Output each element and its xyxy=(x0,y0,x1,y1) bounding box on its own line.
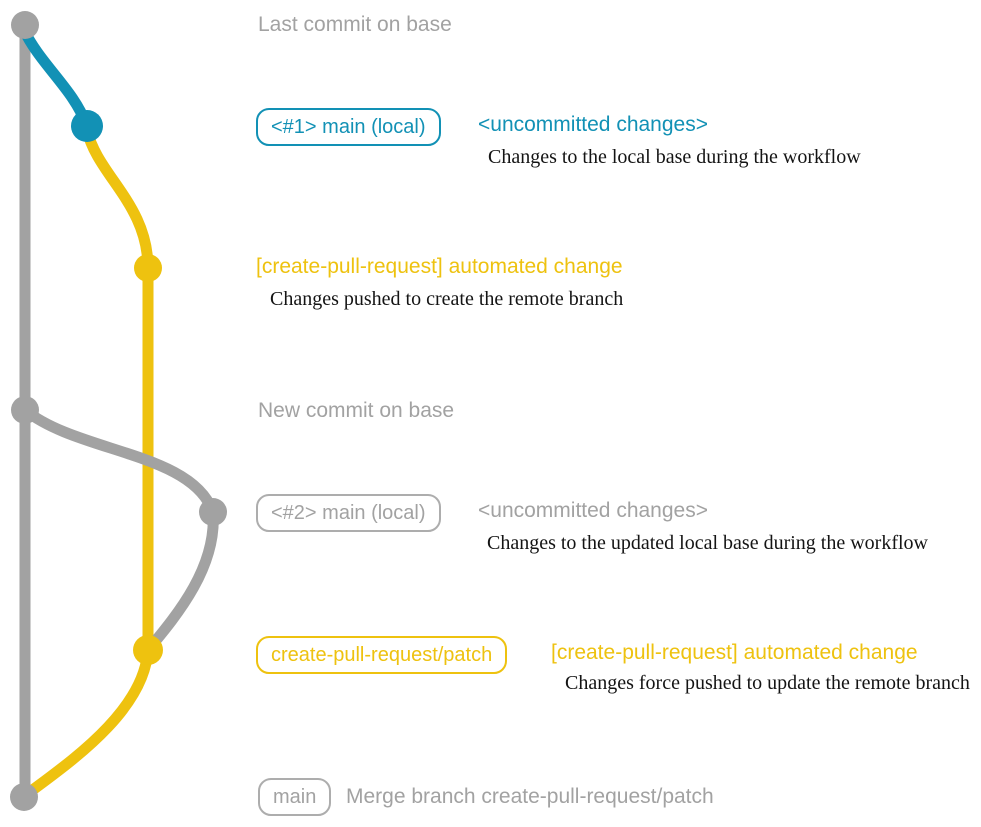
desc-local-base-changes: Changes to the local base during the wor… xyxy=(488,146,861,168)
branch-badge-pr-patch: create-pull-request/patch xyxy=(256,636,508,674)
uncommitted-changes-note-1: <uncommitted changes> xyxy=(478,113,708,136)
branch-badge-main-local-2: <#2> main (local) xyxy=(256,494,441,532)
uncommitted-changes-note-2: <uncommitted changes> xyxy=(478,499,708,522)
pull-request-branch-path xyxy=(20,124,154,801)
automated-change-title-1: [create-pull-request] automated change xyxy=(256,255,623,278)
commit-dot-merge xyxy=(10,783,38,811)
branch-badge-main-local-1: <#1> main (local) xyxy=(256,108,441,146)
desc-updated-local-base-changes: Changes to the updated local base during… xyxy=(487,532,928,554)
commit-dot-pr-branch-1 xyxy=(134,254,162,282)
commit-dot-last-base xyxy=(11,11,39,39)
branch-badge-main: main xyxy=(258,778,332,816)
new-commit-heading: New commit on base xyxy=(258,399,455,422)
desc-force-push-update-remote: Changes force pushed to update the remot… xyxy=(565,672,970,694)
commit-dot-local-main-2 xyxy=(199,498,227,526)
merge-branch-note: Merge branch create-pull-request/patch xyxy=(346,785,714,808)
updated-local-main-curve xyxy=(19,404,219,518)
commit-dot-pr-branch-2 xyxy=(133,635,163,665)
last-commit-heading: Last commit on base xyxy=(258,13,452,36)
commit-dot-new-base xyxy=(11,396,39,424)
commit-dot-local-main-1 xyxy=(71,110,103,142)
automated-change-title-2: [create-pull-request] automated change xyxy=(551,641,918,664)
desc-push-create-remote: Changes pushed to create the remote bran… xyxy=(270,288,624,310)
local-main-branch-curve xyxy=(18,24,92,130)
rebase-curve xyxy=(142,506,219,656)
